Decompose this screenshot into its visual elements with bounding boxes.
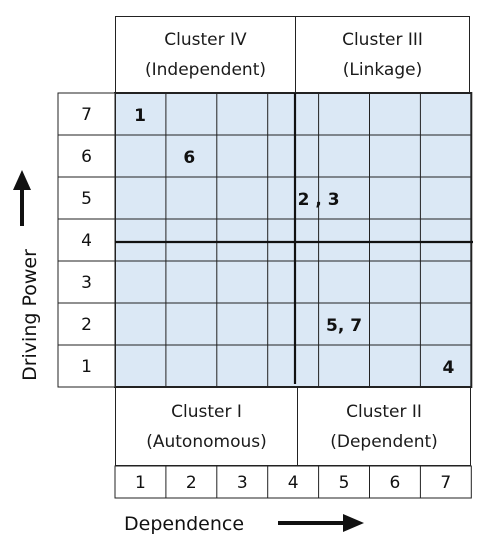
cluster-i-subtitle: (Autonomous) <box>146 432 267 452</box>
y-tick-label: 7 <box>81 105 92 125</box>
x-tick-label: 5 <box>339 473 350 493</box>
x-axis-arrow-head <box>343 514 364 532</box>
y-tick-label: 3 <box>81 273 92 293</box>
x-tick-label: 2 <box>186 473 197 493</box>
cluster-i-title: Cluster I <box>171 402 242 422</box>
x-tick-row <box>114 465 472 499</box>
x-tick-label: 6 <box>390 473 401 493</box>
x-tick-label: 7 <box>440 473 451 493</box>
data-point-label: 6 <box>183 148 195 168</box>
cluster-iii-subtitle: (Linkage) <box>342 60 423 80</box>
x-axis-label: Dependence <box>124 513 245 535</box>
cluster-i-box: Cluster I (Autonomous) <box>115 386 298 466</box>
data-point-label: 2 , 3 <box>298 190 340 210</box>
cluster-ii-title: Cluster II <box>346 402 422 422</box>
cluster-iii-box: Cluster III (Linkage) <box>295 16 470 93</box>
cluster-iv-box: Cluster IV (Independent) <box>115 16 296 93</box>
cluster-iv-subtitle: (Independent) <box>144 60 267 80</box>
y-tick-column <box>57 92 116 388</box>
cluster-ii-subtitle: (Dependent) <box>330 432 438 452</box>
y-tick-label: 2 <box>81 315 92 335</box>
data-point-label: 4 <box>442 358 454 378</box>
y-axis-label: Driving Power <box>19 249 41 381</box>
data-point-label: 1 <box>134 106 146 126</box>
cluster-ii-box: Cluster II (Dependent) <box>297 386 471 466</box>
x-tick-label: 1 <box>135 473 146 493</box>
x-tick-label: 3 <box>237 473 248 493</box>
y-axis-arrow-head <box>13 170 31 190</box>
y-tick-label: 1 <box>81 357 92 377</box>
y-tick-label: 5 <box>81 189 92 209</box>
cluster-iii-title: Cluster III <box>342 30 423 50</box>
matrix-grid-background <box>114 92 473 388</box>
data-point-label: 5, 7 <box>326 316 362 336</box>
y-tick-label: 4 <box>81 231 92 251</box>
cluster-iv-title: Cluster IV <box>164 30 247 50</box>
y-tick-label: 6 <box>81 147 92 167</box>
x-tick-label: 4 <box>288 473 299 493</box>
